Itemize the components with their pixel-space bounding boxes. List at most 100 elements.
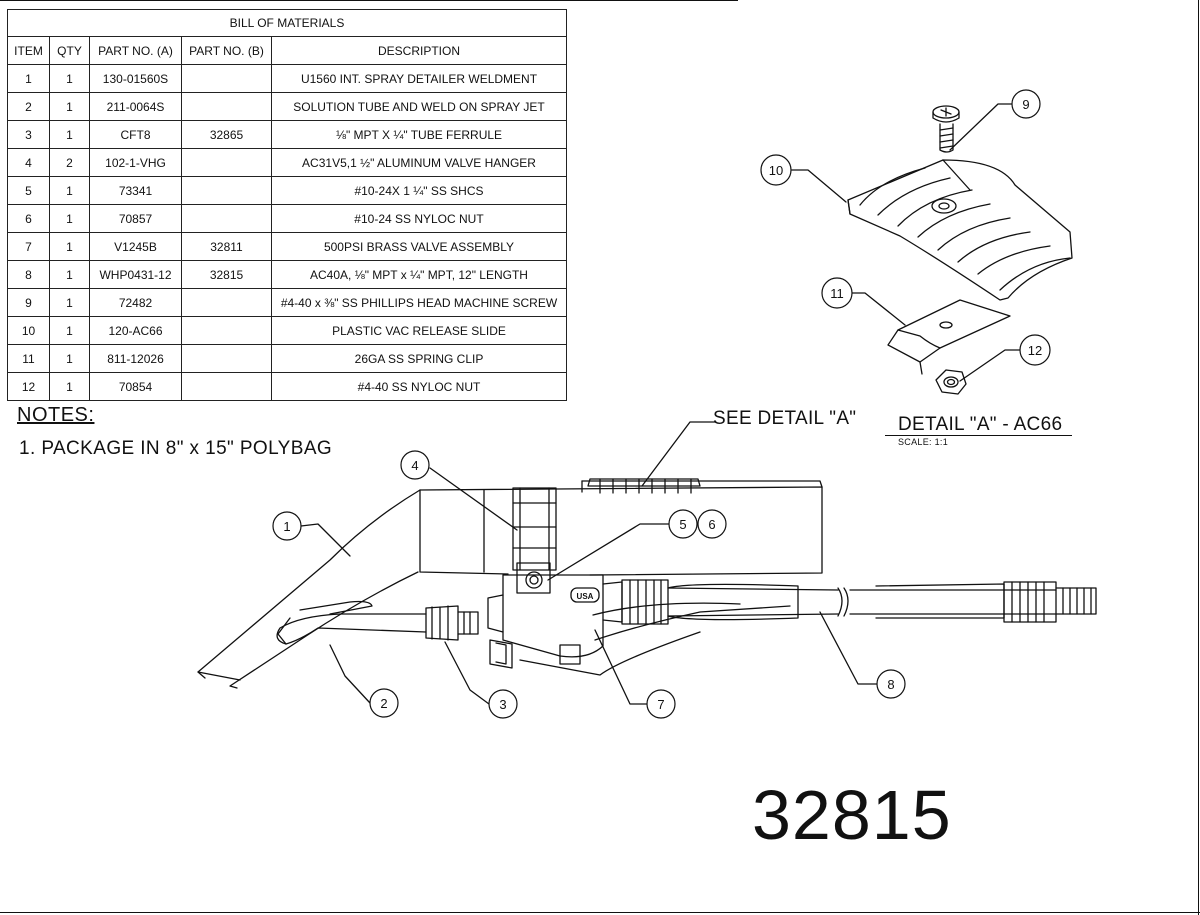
bom-cell: 6	[7, 204, 50, 233]
balloon-label-12: 12	[1028, 343, 1042, 358]
balloon-label-2: 2	[380, 696, 387, 711]
balloon-label-1: 1	[283, 519, 290, 534]
bom-cell: ⅛" MPT X ¼" TUBE FERRULE	[271, 120, 567, 149]
balloon-label-6: 6	[708, 517, 715, 532]
balloon-10	[760, 154, 792, 186]
valve-hanger-drawing	[512, 487, 557, 594]
frame-bottom-border	[0, 912, 1200, 913]
bom-cell: 1	[49, 64, 90, 93]
bom-cell	[181, 92, 272, 121]
bom-column-header: PART NO. (A)	[89, 36, 182, 65]
balloon-label-3: 3	[499, 697, 506, 712]
balloon-11	[821, 277, 853, 309]
detail-title: DETAIL "A" - AC66	[898, 414, 1063, 435]
bom-cell: #10-24X 1 ¼" SS SHCS	[271, 176, 567, 205]
balloon-label-9: 9	[1022, 97, 1029, 112]
bom-cell: 102-1-VHG	[89, 148, 182, 177]
bom-cell: 32811	[181, 232, 272, 261]
usa-stamp: USA	[577, 592, 594, 601]
balloon-7	[646, 689, 676, 719]
bom-cell: 1	[49, 204, 90, 233]
balloon-2	[369, 688, 399, 718]
balloon-6	[697, 509, 727, 539]
notes-title: NOTES:	[17, 404, 95, 426]
bom-cell: 26GA SS SPRING CLIP	[271, 344, 567, 373]
bom-cell: #4-40 SS NYLOC NUT	[271, 372, 567, 401]
bom-cell: 32815	[181, 260, 272, 289]
balloon-3	[488, 689, 518, 719]
bom-cell: 211-0064S	[89, 92, 182, 121]
bom-cell: PLASTIC VAC RELEASE SLIDE	[271, 316, 567, 345]
tube-ferrule-drawing	[425, 605, 479, 641]
balloon-leaders	[300, 103, 1021, 705]
frame-right-border	[1198, 0, 1199, 915]
bom-cell: 4	[7, 148, 50, 177]
balloon-4	[400, 450, 430, 480]
balloon-label-10: 10	[769, 163, 783, 178]
valve-assembly-drawing	[487, 574, 791, 676]
vac-release-slide-drawing	[847, 159, 1073, 301]
balloon-12	[1019, 334, 1051, 366]
phillips-screw-drawing	[932, 105, 960, 153]
bom-cell: AC31V5,1 ½" ALUMINUM VALVE HANGER	[271, 148, 567, 177]
see-detail-callout: SEE DETAIL "A"	[713, 408, 857, 429]
balloon-label-11: 11	[830, 286, 844, 301]
bom-cell: 70857	[89, 204, 182, 233]
drawing-part-number: 32815	[752, 776, 952, 854]
balloon-label-4: 4	[411, 458, 418, 473]
slide-top-view-drawing	[587, 478, 701, 494]
bom-cell: WHP0431-12	[89, 260, 182, 289]
item-balloons	[272, 89, 1051, 719]
note-item-1: 1. PACKAGE IN 8" x 15" POLYBAG	[19, 438, 333, 459]
bom-title-row: BILL OF MATERIALS	[7, 9, 567, 37]
bom-cell: 11	[7, 344, 50, 373]
bom-cell: CFT8	[89, 120, 182, 149]
bom-cell: 1	[49, 288, 90, 317]
bom-column-header: ITEM	[7, 36, 50, 65]
balloon-label-5: 5	[679, 517, 686, 532]
balloon-8	[876, 669, 906, 699]
bom-cell	[181, 176, 272, 205]
bom-column-header: DESCRIPTION	[271, 36, 567, 65]
bom-cell	[181, 372, 272, 401]
solution-tube-drawing	[276, 600, 427, 645]
bom-cell	[181, 64, 272, 93]
bom-column-header: PART NO. (B)	[181, 36, 272, 65]
bom-cell: V1245B	[89, 232, 182, 261]
bom-cell: 7	[7, 232, 50, 261]
detail-title-underline	[885, 435, 1072, 436]
spring-clip-drawing	[887, 299, 1011, 375]
bom-cell: 120-AC66	[89, 316, 182, 345]
hose-drawing	[602, 579, 1097, 625]
bom-cell: #4-40 x ⅜" SS PHILLIPS HEAD MACHINE SCRE…	[271, 288, 567, 317]
bom-cell: U1560 INT. SPRAY DETAILER WELDMENT	[271, 64, 567, 93]
detail-scale: SCALE: 1:1	[898, 437, 949, 447]
balloon-label-8: 8	[887, 677, 894, 692]
bom-cell	[181, 344, 272, 373]
bom-title: BILL OF MATERIALS	[7, 9, 567, 37]
balloon-1	[272, 511, 302, 541]
bom-cell: 70854	[89, 372, 182, 401]
nyloc-nut-drawing	[935, 369, 967, 395]
frame-top-border	[0, 0, 738, 1]
balloon-9	[1011, 89, 1041, 119]
balloon-label-7: 7	[657, 697, 664, 712]
spray-detailer-body-drawing	[197, 480, 823, 689]
bom-cell: 72482	[89, 288, 182, 317]
balloon-5	[668, 509, 698, 539]
bom-cell	[181, 288, 272, 317]
bom-cell: 1	[49, 260, 90, 289]
bom-cell: 12	[7, 372, 50, 401]
bom-cell: 1	[49, 176, 90, 205]
